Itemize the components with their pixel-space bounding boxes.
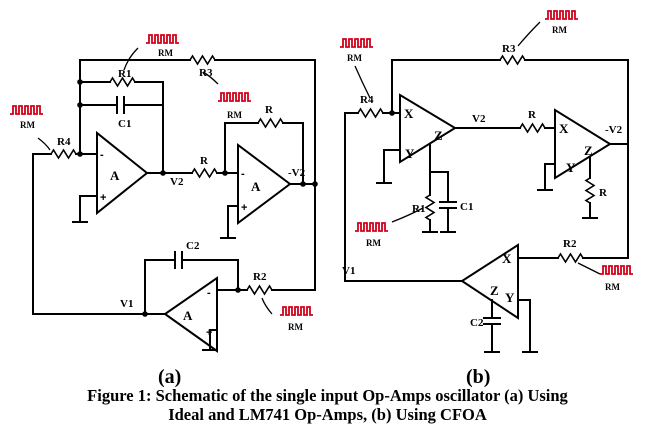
panel-b-label: (b) bbox=[466, 366, 490, 388]
svg-text:RM: RM bbox=[20, 120, 35, 130]
label-r2-a: R2 bbox=[253, 271, 267, 283]
rm-signal-r1: RM bbox=[123, 34, 180, 71]
panel-a-circuit: A - + A - + A - + R4 R1 C1 R3 R R V2 -V2… bbox=[9, 34, 318, 388]
opamp-1 bbox=[96, 130, 149, 216]
opamp-1-plus: + bbox=[100, 192, 106, 204]
cfoa-1 bbox=[399, 93, 457, 164]
opamp-2-minus: - bbox=[241, 168, 245, 180]
label-c1-a: C1 bbox=[118, 118, 131, 130]
rm-signal-r4-b: RM bbox=[339, 38, 374, 99]
rm-signal-r3-b: RM bbox=[517, 10, 579, 47]
cfoa-3-z: Z bbox=[490, 283, 499, 298]
label-r-b2: R bbox=[599, 187, 608, 199]
cfoa-2-z: Z bbox=[584, 143, 593, 158]
rm-signal-r4: RM bbox=[9, 105, 51, 151]
label-v2-a: V2 bbox=[170, 176, 184, 188]
opamp-1-label: A bbox=[110, 168, 120, 183]
label-r-a1: R bbox=[200, 155, 209, 167]
cfoa-2-y: Y bbox=[566, 160, 576, 175]
cfoa-2-x: X bbox=[559, 121, 569, 136]
opamp-3-label: A bbox=[183, 308, 193, 323]
label-r3-b: R3 bbox=[502, 43, 516, 55]
label-c1-b: C1 bbox=[460, 201, 473, 213]
label-negv2-b: -V2 bbox=[605, 124, 623, 136]
label-r-b1: R bbox=[528, 109, 537, 121]
label-r1-a: R1 bbox=[118, 68, 131, 80]
label-negv2-a: -V2 bbox=[288, 167, 306, 179]
label-c2-b: C2 bbox=[470, 317, 484, 329]
opamp-3 bbox=[163, 276, 218, 353]
panel-a-label: (a) bbox=[158, 366, 181, 388]
label-v1-a: V1 bbox=[120, 298, 133, 310]
label-v1-b: V1 bbox=[342, 265, 355, 277]
label-r-a2: R bbox=[265, 104, 274, 116]
svg-text:RM: RM bbox=[552, 25, 567, 35]
rm-signal-r1-b: RM bbox=[354, 207, 424, 248]
label-r4-b: R4 bbox=[360, 94, 374, 106]
svg-text:RM: RM bbox=[158, 48, 173, 58]
cfoa-3-x: X bbox=[502, 251, 512, 266]
opamp-3-plus: + bbox=[206, 327, 212, 339]
rm-signal-r2: RM bbox=[261, 297, 314, 332]
opamp-2 bbox=[237, 143, 292, 225]
opamp-1-minus: - bbox=[100, 149, 104, 161]
svg-text:RM: RM bbox=[366, 238, 381, 248]
cfoa-1-y: Y bbox=[405, 146, 415, 161]
label-r2-b: R2 bbox=[563, 238, 577, 250]
label-r4-a: R4 bbox=[57, 136, 71, 148]
opamp-3-minus: - bbox=[207, 287, 211, 299]
rm-signal-r2-b: RM bbox=[577, 262, 634, 292]
figure-caption: Figure 1: Schematic of the single input … bbox=[0, 386, 655, 424]
caption-line-2: Ideal and LM741 Op-Amps, (b) Using CFOA bbox=[168, 405, 487, 424]
cfoa-2 bbox=[554, 108, 612, 180]
svg-text:RM: RM bbox=[347, 53, 362, 63]
cfoa-3 bbox=[460, 243, 519, 320]
svg-text:RM: RM bbox=[227, 110, 242, 120]
opamp-2-plus: + bbox=[241, 202, 247, 214]
panel-b-circuit: X Y Z X Y Z X Z Y R4 R3 V2 R -V2 R R1 C1… bbox=[339, 10, 634, 388]
label-c2-a: C2 bbox=[186, 240, 200, 252]
cfoa-1-x: X bbox=[404, 106, 414, 121]
opamp-2-label: A bbox=[251, 179, 261, 194]
cfoa-3-y: Y bbox=[505, 290, 515, 305]
svg-text:RM: RM bbox=[605, 282, 620, 292]
svg-text:RM: RM bbox=[288, 322, 303, 332]
rm-signal-r3: RM bbox=[202, 71, 252, 120]
label-v2-b: V2 bbox=[472, 113, 486, 125]
caption-line-1: Figure 1: Schematic of the single input … bbox=[87, 386, 568, 405]
cfoa-1-z: Z bbox=[434, 128, 443, 143]
